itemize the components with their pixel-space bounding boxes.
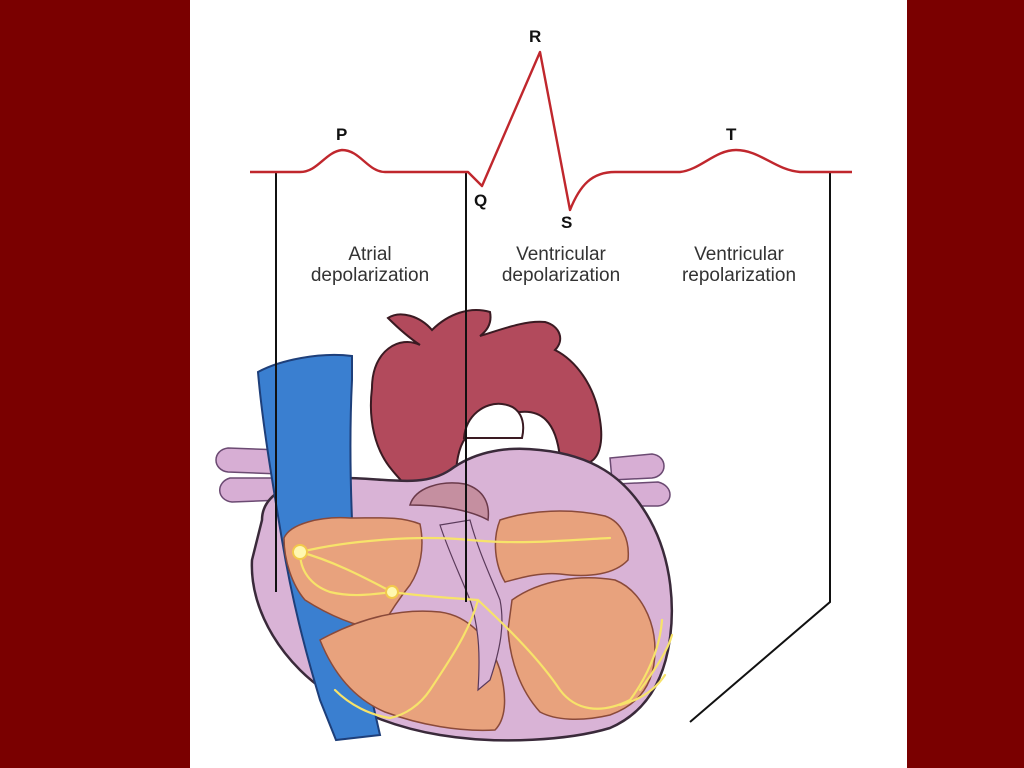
heart-illustration [215, 309, 674, 742]
r-wave-label: R [529, 27, 541, 46]
right-bundle-branch [388, 598, 480, 720]
p-wave-label: P [336, 125, 347, 144]
left-ventricle [507, 577, 656, 721]
purkinje-fibers-left [333, 688, 392, 720]
purkinje-fibers-right [618, 618, 674, 707]
sa-node [292, 544, 308, 560]
ventricular-repolarization-line2: repolarization [682, 265, 796, 286]
t-wave-label: T [726, 125, 737, 144]
ventricular-depolarization-line1: Ventricular [516, 244, 606, 265]
ventricular-repolarization-line1: Ventricular [694, 244, 784, 265]
av-bundle [390, 590, 480, 602]
conduction-pathways [298, 536, 674, 720]
pulmonary-vein-right-upper [609, 453, 665, 481]
q-wave-label: Q [474, 191, 487, 210]
ecg-trace [250, 50, 852, 212]
left-atrium [494, 510, 630, 583]
ventricular-depolarization-line2: depolarization [502, 265, 620, 286]
right-atrium [283, 516, 423, 631]
aortic-valve [408, 482, 490, 522]
internodal-tract-lower [298, 550, 394, 597]
atrial-label-line1: Atrial [348, 244, 391, 265]
s-wave-label: S [561, 213, 572, 232]
septum [439, 519, 503, 692]
divider-line-t-end [689, 172, 831, 723]
pulmonary-vein-left-upper [215, 447, 283, 475]
left-bundle-branch [476, 598, 632, 710]
phase-divider-lines [275, 172, 831, 723]
right-ventricle [319, 610, 506, 732]
aortic-arch-opening [462, 402, 525, 439]
internodal-tract-upper [298, 550, 394, 594]
atrial-label-line2: depolarization [311, 265, 429, 286]
bachmann-bundle [298, 536, 612, 554]
av-node [385, 585, 399, 599]
pulmonary-vein-left-lower [219, 477, 283, 503]
